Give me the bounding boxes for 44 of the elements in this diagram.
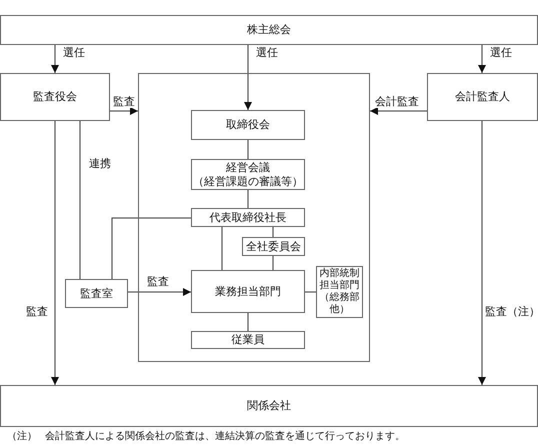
org-box — [0, 385, 538, 427]
box-label: 全社委員会 — [246, 240, 301, 254]
box-label: 監査役会 — [33, 90, 77, 104]
box-label: 業務担当部門 — [215, 284, 281, 298]
org-box — [427, 73, 538, 121]
edge-label: 監査 — [112, 96, 136, 108]
edge-label: 選任 — [489, 47, 513, 60]
edge-label: 監査 — [25, 306, 49, 318]
org-box — [65, 279, 128, 308]
org-box — [0, 73, 110, 121]
arrow — [110, 107, 138, 115]
org-box — [191, 270, 305, 313]
box-label: 経営会議 — [226, 161, 270, 174]
box-label: 内部統制担当部門（総務部他） — [318, 268, 360, 316]
connector-line — [272, 256, 274, 270]
arrow — [370, 107, 428, 115]
arrow — [244, 44, 252, 110]
box-label: 関係会社 — [247, 399, 291, 413]
arrow — [51, 44, 59, 74]
edge-label: 選任 — [255, 47, 279, 60]
box-label: 株主総会 — [247, 23, 291, 37]
box-label: 監査室 — [80, 286, 113, 300]
arrow — [128, 288, 192, 296]
org-box — [191, 159, 305, 190]
org-box — [191, 208, 305, 227]
org-box — [191, 110, 305, 140]
org-box — [0, 15, 538, 45]
connector-line — [272, 226, 274, 238]
connector-line — [112, 218, 192, 280]
arrow — [51, 120, 59, 386]
box-label: 代表取締役社長 — [210, 210, 286, 224]
edge-label: 選任 — [62, 47, 86, 60]
edge-label: 連携 — [88, 158, 112, 170]
org-box — [242, 237, 305, 256]
company-boundary-box — [138, 73, 370, 362]
arrow — [478, 120, 486, 386]
edge-label: 監査 — [146, 276, 170, 288]
org-box — [191, 331, 305, 349]
edge-label: 会計監査 — [374, 96, 420, 108]
box-label: （経営課題の審議等） — [193, 174, 303, 188]
box-label: 会計監査人 — [455, 90, 510, 104]
box-label: 従業員 — [232, 333, 264, 347]
box-label: 取締役会 — [226, 118, 270, 132]
arrow — [478, 44, 486, 74]
